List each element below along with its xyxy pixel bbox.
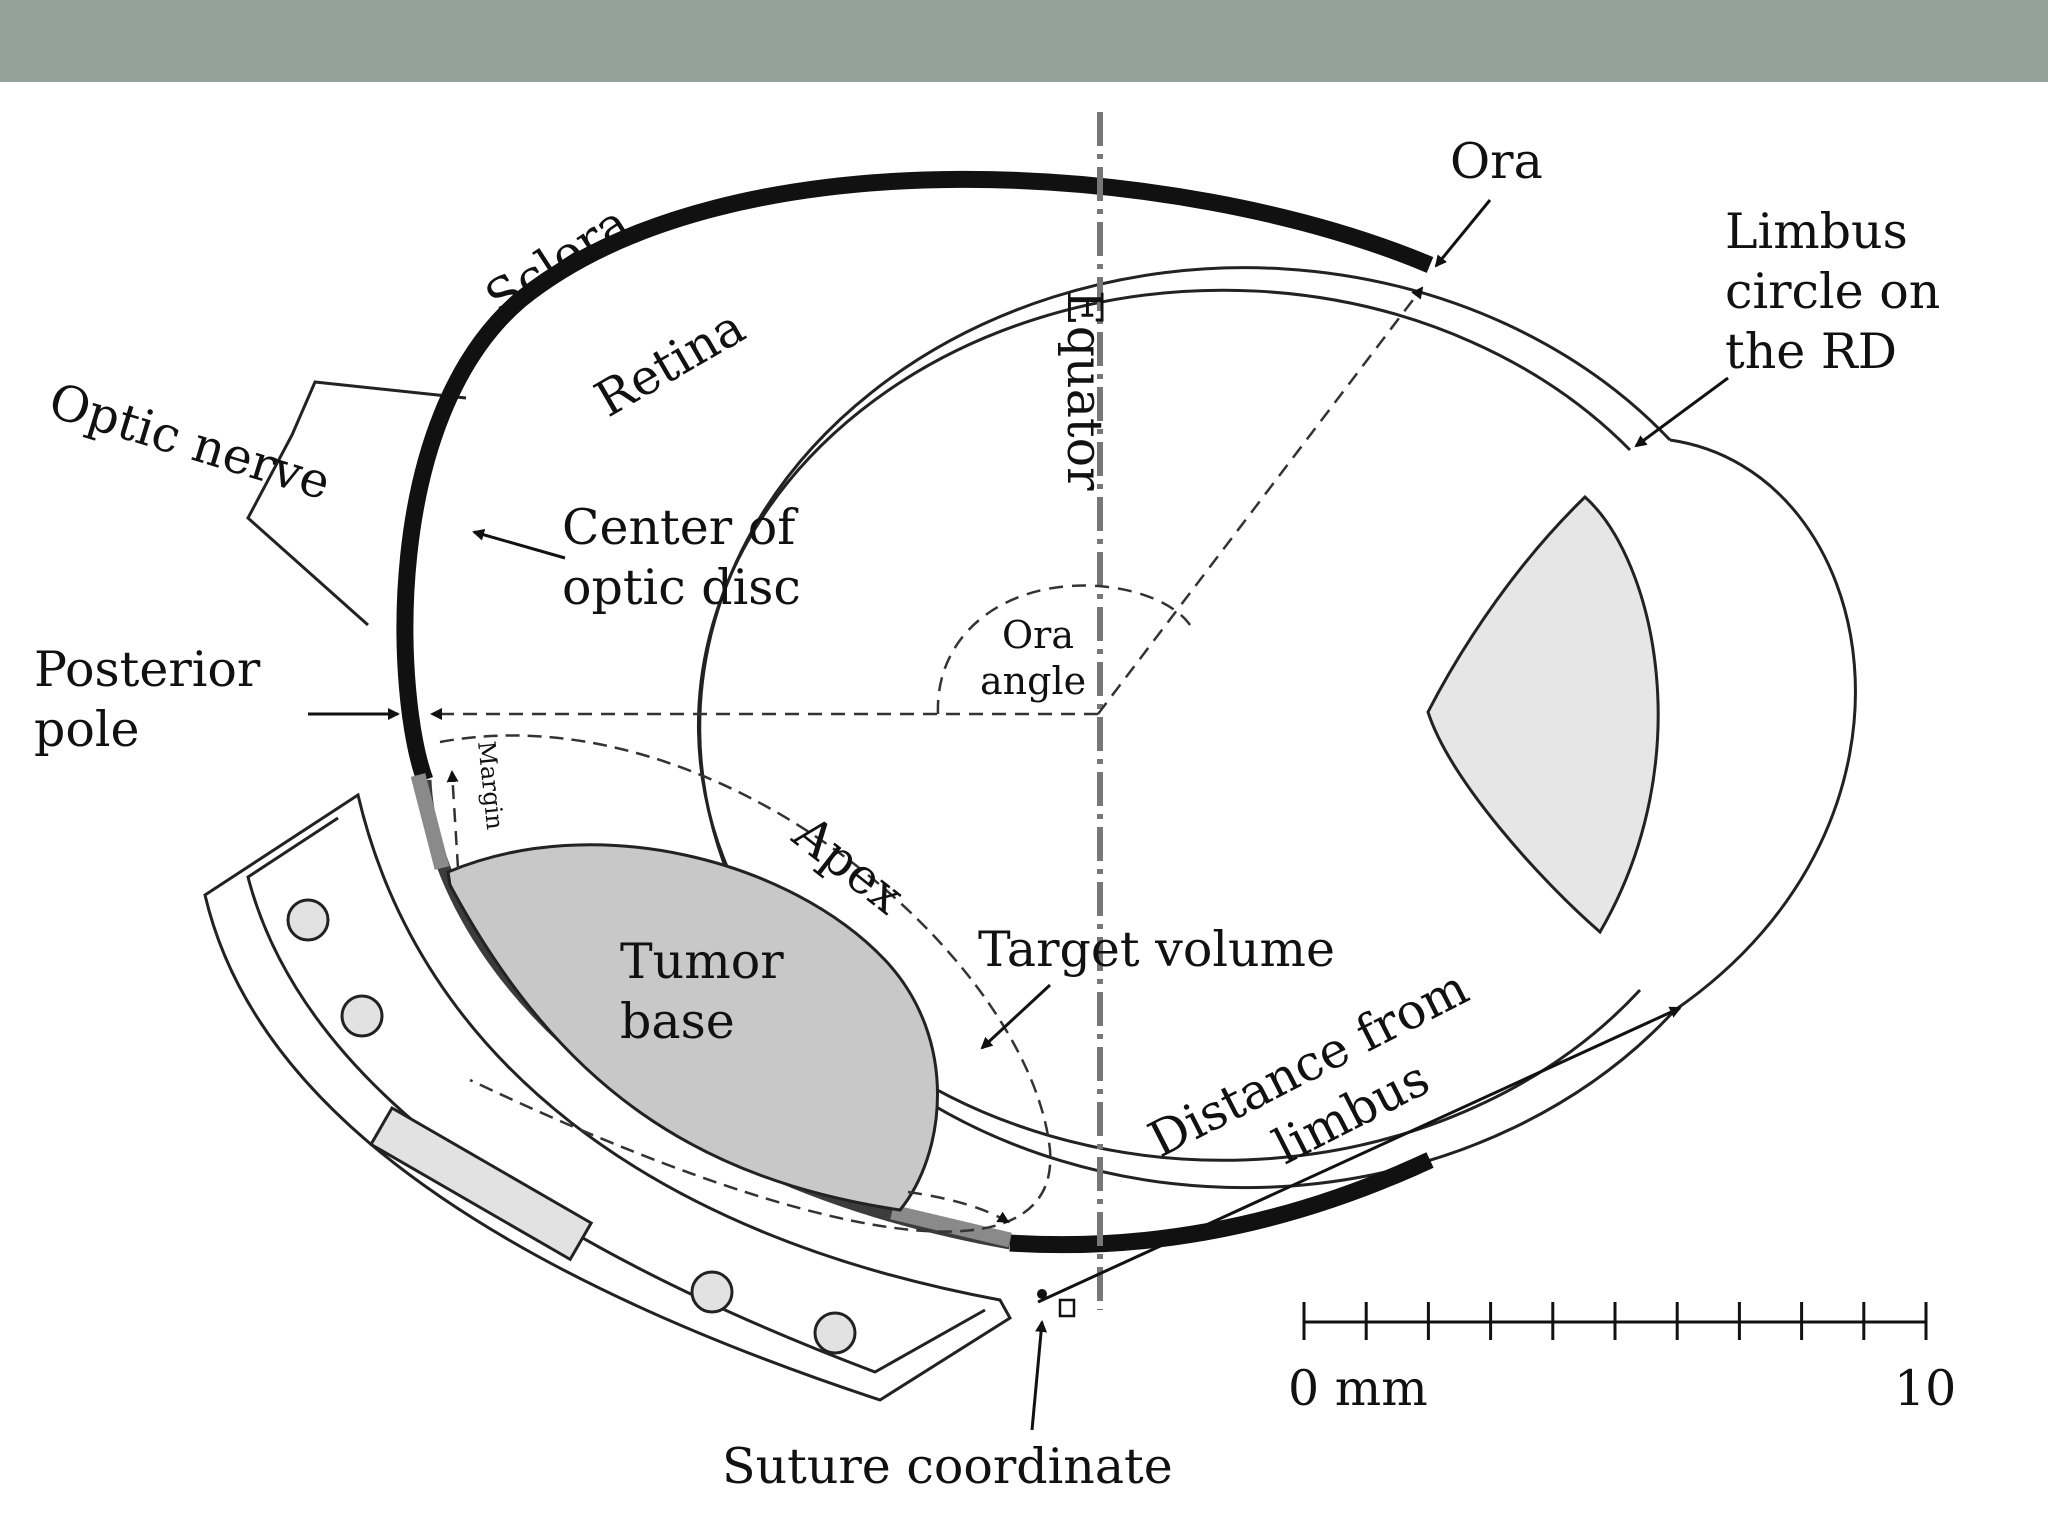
optic-nerve	[246, 380, 467, 627]
ora-label: Ora	[1450, 133, 1543, 190]
target-volume-label: Target volume	[978, 921, 1335, 978]
plaque-seed-circle	[286, 898, 330, 942]
ora-angle-lines	[430, 286, 1424, 1224]
plaque-seed-rect	[368, 1105, 594, 1262]
tumor-base-label-line-2: base	[620, 993, 735, 1050]
scale-bar-end-label: 10	[1894, 1360, 1956, 1417]
suture-marker	[1058, 1298, 1076, 1318]
suture-point	[1037, 1289, 1047, 1299]
tumor-base	[446, 843, 939, 1212]
tumor-base-label-line-1: Tumor	[620, 933, 784, 990]
retina-label: Retina	[586, 298, 755, 428]
plaque-seed-circle	[340, 994, 384, 1038]
plaque	[203, 792, 1013, 1402]
limbus-label-line-1: Limbus	[1725, 203, 1908, 260]
limbus-label-line-3: the RD	[1725, 323, 1897, 380]
limbus-label-line-2: circle on	[1725, 263, 1940, 320]
posterior-pole-label-line-1: Posterior	[34, 641, 261, 698]
plaque-seed-circle	[690, 1270, 734, 1314]
suture-coordinate-label: Suture coordinate	[722, 1438, 1173, 1495]
ora-angle-label-line-1: Ora	[1002, 613, 1074, 657]
cornea	[1669, 438, 1857, 1012]
target-volume-outline	[439, 734, 1052, 1233]
eyeball	[697, 266, 1857, 1190]
header-bar	[0, 0, 2048, 82]
scale-bar	[1302, 1302, 1928, 1340]
margin-label: Margin	[472, 740, 509, 831]
optic-nerve-label: Optic nerve	[42, 372, 337, 511]
pointer-arrows	[308, 199, 1729, 1431]
lens	[1426, 494, 1660, 935]
equator-label: Equator	[1056, 290, 1113, 491]
center-optic-disc-label-line-1: Center of	[562, 499, 799, 556]
sclera-label: Sclera	[475, 194, 639, 328]
posterior-pole-label-line-2: pole	[34, 701, 140, 758]
sclera-inner-outline	[697, 288, 1642, 1162]
ora-angle-label-line-2: angle	[980, 659, 1086, 703]
scale-bar-start-label: 0 mm	[1288, 1360, 1428, 1417]
center-optic-disc-label-line-2: optic disc	[562, 559, 801, 616]
plaque-seed-circle	[813, 1311, 857, 1355]
